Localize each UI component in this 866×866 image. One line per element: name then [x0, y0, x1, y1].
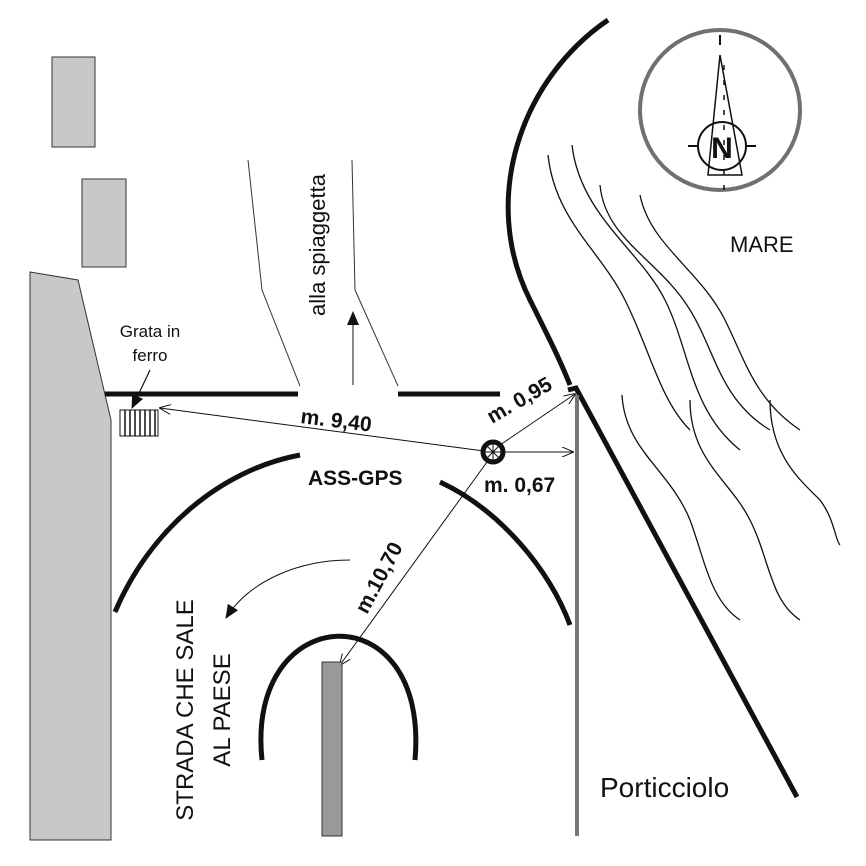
- grate-label-1: Grata in: [120, 322, 180, 341]
- grate-label-2: ferro: [133, 346, 168, 365]
- road-label-2: AL PAESE: [209, 653, 236, 766]
- road-label-1: STRADA CHE SALE: [172, 599, 199, 820]
- iron-grate: [119, 409, 159, 437]
- gps-marker-icon: [480, 439, 506, 465]
- road-arrow: [225, 559, 351, 619]
- compass-icon: N: [638, 28, 802, 192]
- building-2: [81, 178, 127, 268]
- shoreline-arc: [505, 17, 610, 386]
- svg-text:N: N: [711, 132, 733, 165]
- harbour-label: Porticciolo: [600, 772, 729, 803]
- grate-pointer: [131, 369, 151, 409]
- dist-grate-label: m. 9,40: [299, 405, 372, 437]
- dist-pole-label: m.10,70: [351, 539, 407, 618]
- measure-pole: [340, 461, 488, 665]
- inner-arch: [258, 633, 419, 761]
- beach-path-left: [247, 159, 301, 387]
- road-arc-right: [438, 479, 573, 626]
- sea-waves: [547, 144, 841, 621]
- beach-path-label: alla spiaggetta: [305, 173, 330, 316]
- sea-label: MARE: [730, 232, 794, 257]
- gps-marker-label: ASS-GPS: [308, 467, 403, 490]
- dist-wall-label: m. 0,67: [484, 474, 555, 497]
- measure-corner: [499, 394, 575, 446]
- building-1: [51, 56, 96, 148]
- beach-path-right: [351, 159, 399, 387]
- pole: [321, 661, 343, 837]
- left-wall: [29, 271, 112, 841]
- dist-corner-label: m. 0,95: [483, 373, 556, 429]
- measure-grate: [160, 408, 485, 452]
- road-arc-left: [112, 452, 301, 613]
- pier-line: [567, 385, 800, 799]
